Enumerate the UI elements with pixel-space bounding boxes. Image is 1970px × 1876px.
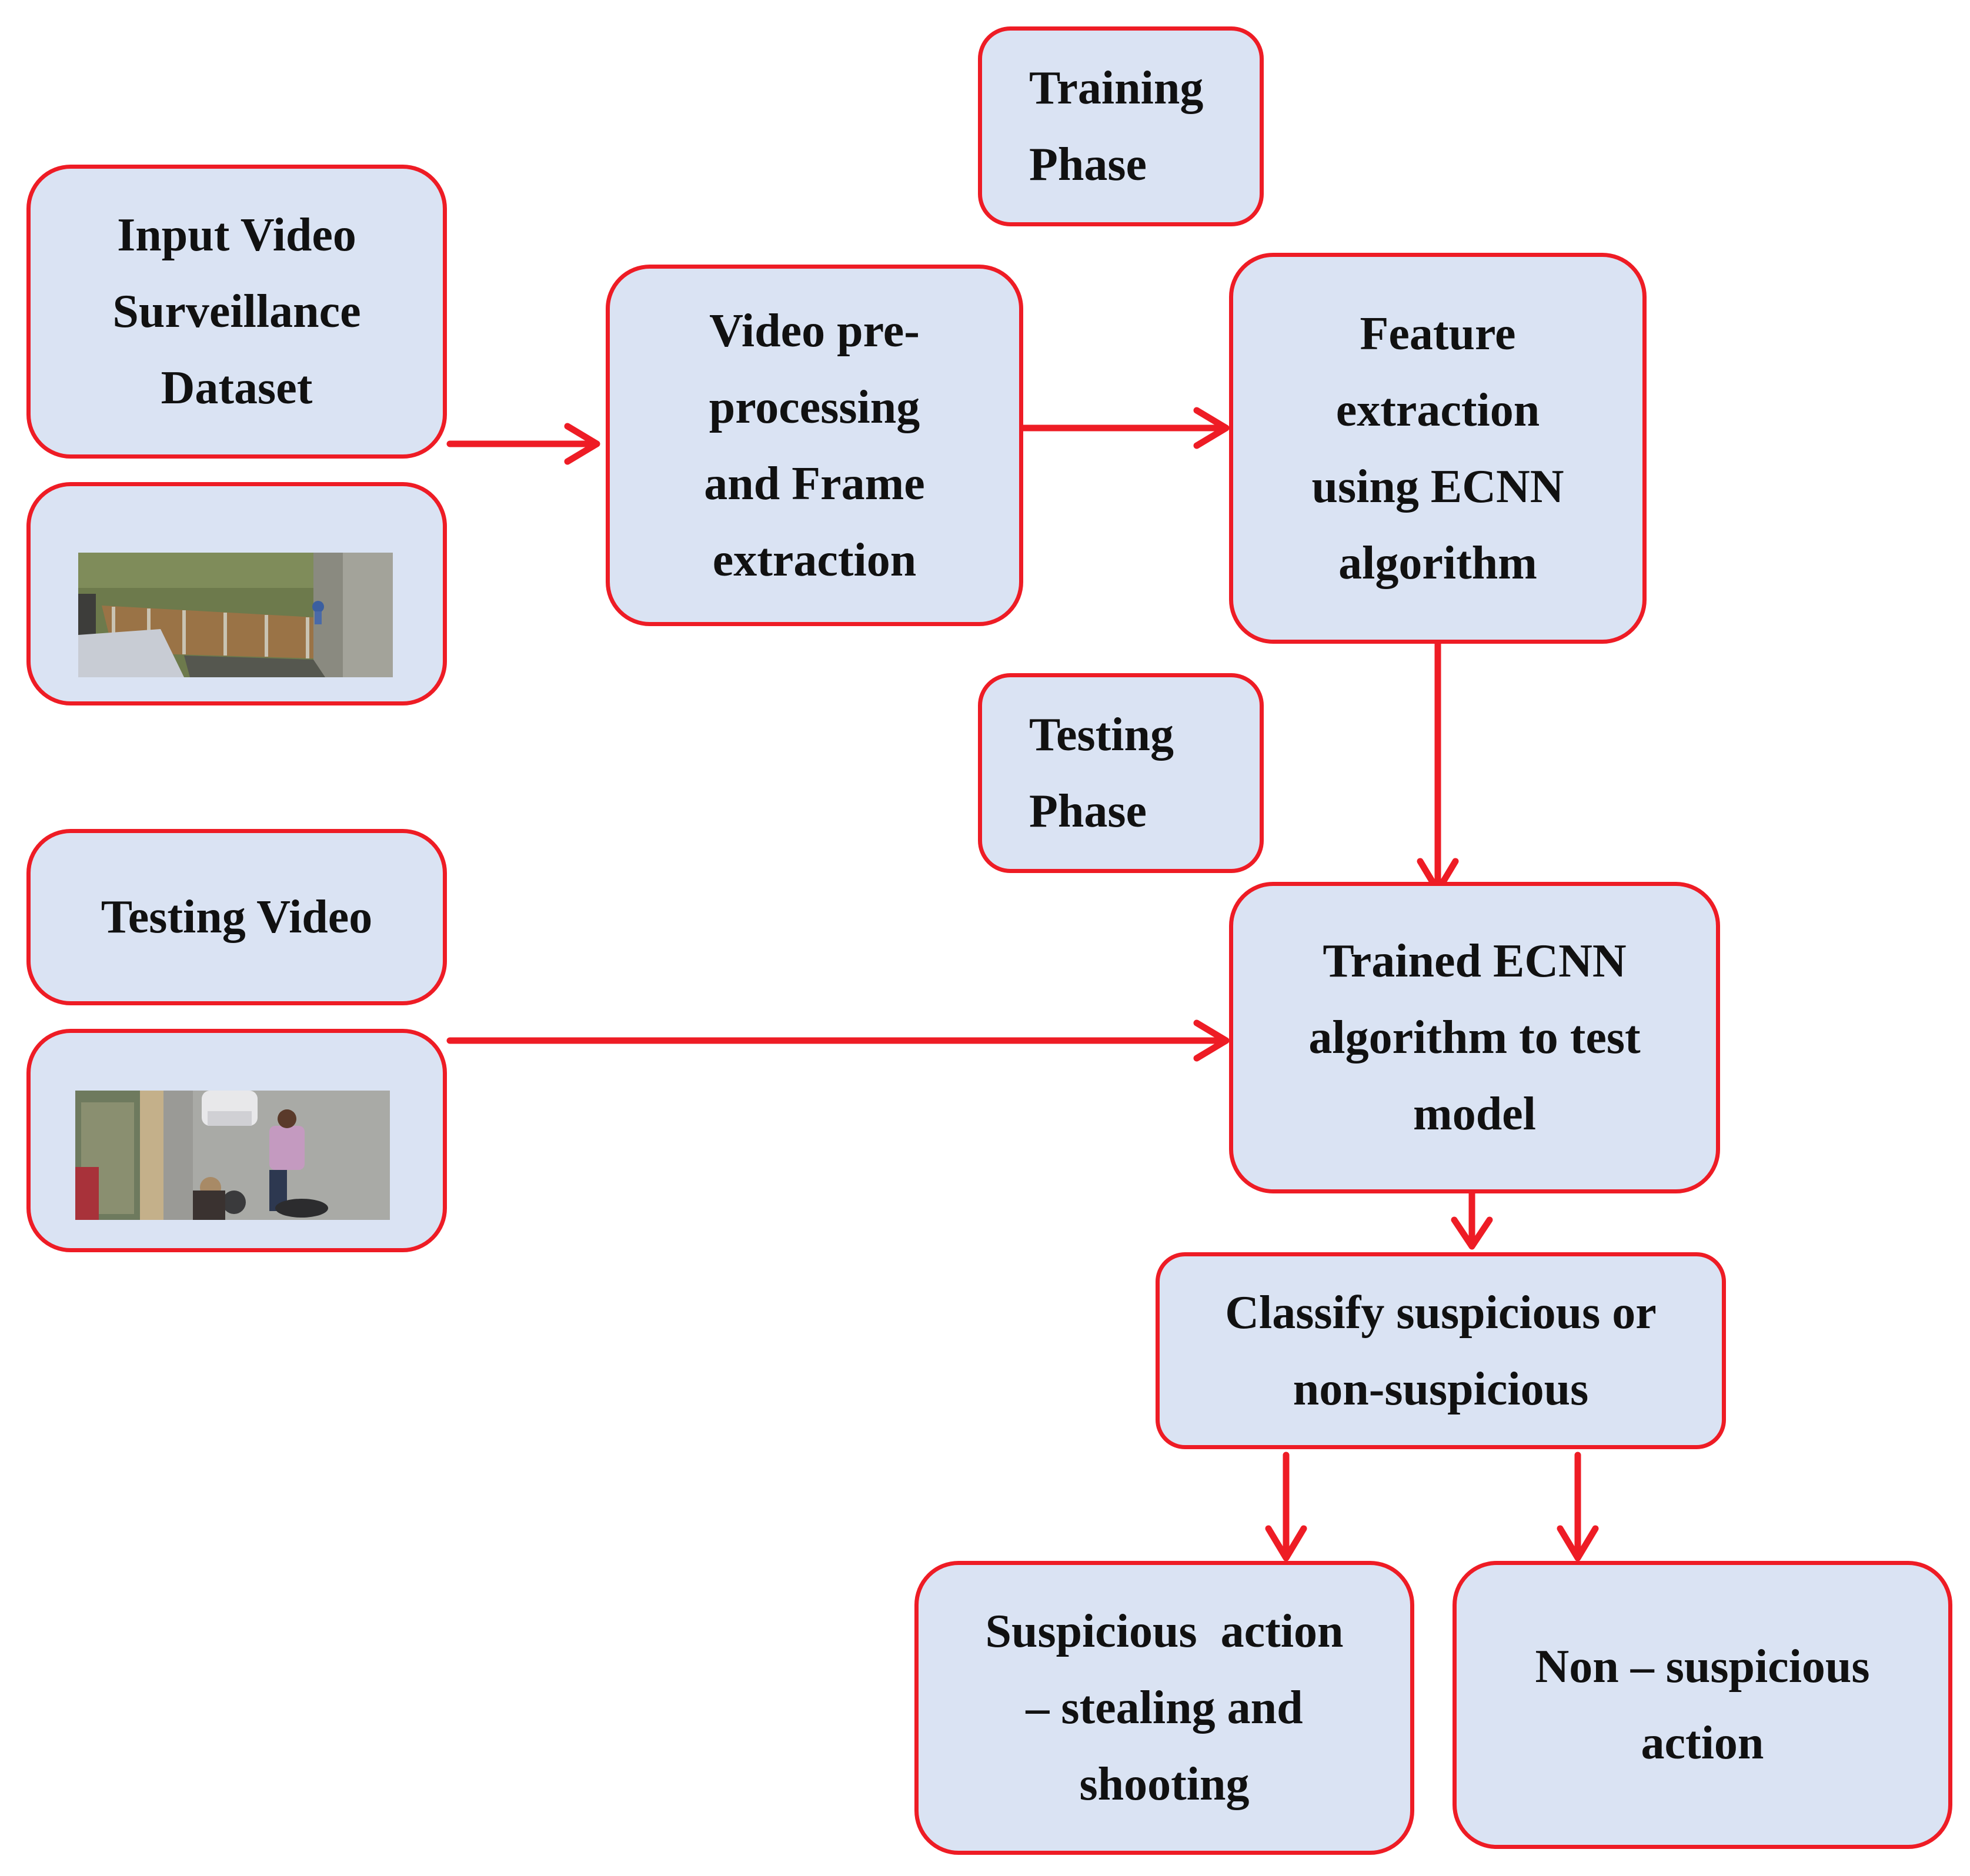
feature-extraction-box: Feature extraction using ECNN algorithm <box>1229 253 1647 644</box>
feature-line2: extraction <box>1335 384 1540 436</box>
arrow-trained-to-classify <box>1451 1190 1493 1250</box>
trained-ecnn-box: Trained ECNN algorithm to test model <box>1229 882 1720 1193</box>
trained-line1: Trained ECNN <box>1323 935 1627 987</box>
testing-video-box: Testing Video <box>26 829 447 1005</box>
arrow-testing-to-trained <box>446 1019 1230 1062</box>
non-suspicious-line1: Non – suspicious <box>1535 1641 1870 1693</box>
suspicious-line1: Suspicious action <box>985 1606 1344 1657</box>
training-phase-line2: Phase <box>1029 139 1147 190</box>
arrow-feature-to-trained <box>1417 640 1459 894</box>
arrow-input-to-preprocess <box>446 423 600 465</box>
training-phase-label: Training Phase <box>978 26 1264 226</box>
testing-phase-line2: Phase <box>1029 785 1147 837</box>
arrow-classify-to-suspicious <box>1265 1452 1307 1561</box>
arrow-classify-to-non-suspicious <box>1557 1452 1599 1561</box>
classify-box: Classify suspicious or non-suspicious <box>1156 1252 1726 1449</box>
input-dataset-line2: Surveillance <box>112 286 361 337</box>
preprocess-line1: Video pre- <box>709 305 920 357</box>
testing-frame-image <box>75 1091 390 1220</box>
testing-phase-label: Testing Phase <box>978 673 1264 873</box>
testing-phase-line1: Testing <box>1029 709 1174 761</box>
preprocess-line4: extraction <box>712 534 917 586</box>
feature-line1: Feature <box>1360 307 1516 360</box>
trained-line2: algorithm to test <box>1308 1012 1641 1064</box>
suspicious-action-box: Suspicious action – stealing and shootin… <box>914 1561 1414 1855</box>
input-dataset-line1: Input Video <box>117 209 356 261</box>
classify-line2: non-suspicious <box>1293 1363 1589 1415</box>
preprocess-line2: processing <box>709 381 920 433</box>
input-dataset-box: Input Video Surveillance Dataset <box>26 165 447 459</box>
feature-line3: using ECNN <box>1311 460 1564 513</box>
surveillance-frame-image <box>78 553 393 677</box>
non-suspicious-action-box: Non – suspicious action <box>1453 1561 1952 1849</box>
video-preprocessing-box: Video pre- processing and Frame extracti… <box>606 265 1023 626</box>
training-phase-line1: Training <box>1029 62 1204 114</box>
feature-line4: algorithm <box>1338 537 1537 589</box>
input-dataset-line3: Dataset <box>161 362 313 414</box>
preprocess-line3: and Frame <box>704 457 925 510</box>
trained-line3: model <box>1413 1088 1536 1140</box>
non-suspicious-line2: action <box>1641 1717 1764 1769</box>
testing-video-label: Testing Video <box>101 891 373 943</box>
suspicious-line2: – stealing and <box>1026 1682 1303 1734</box>
classify-line1: Classify suspicious or <box>1225 1286 1657 1339</box>
suspicious-line3: shooting <box>1079 1758 1250 1810</box>
arrow-preprocess-to-feature <box>1020 407 1230 449</box>
